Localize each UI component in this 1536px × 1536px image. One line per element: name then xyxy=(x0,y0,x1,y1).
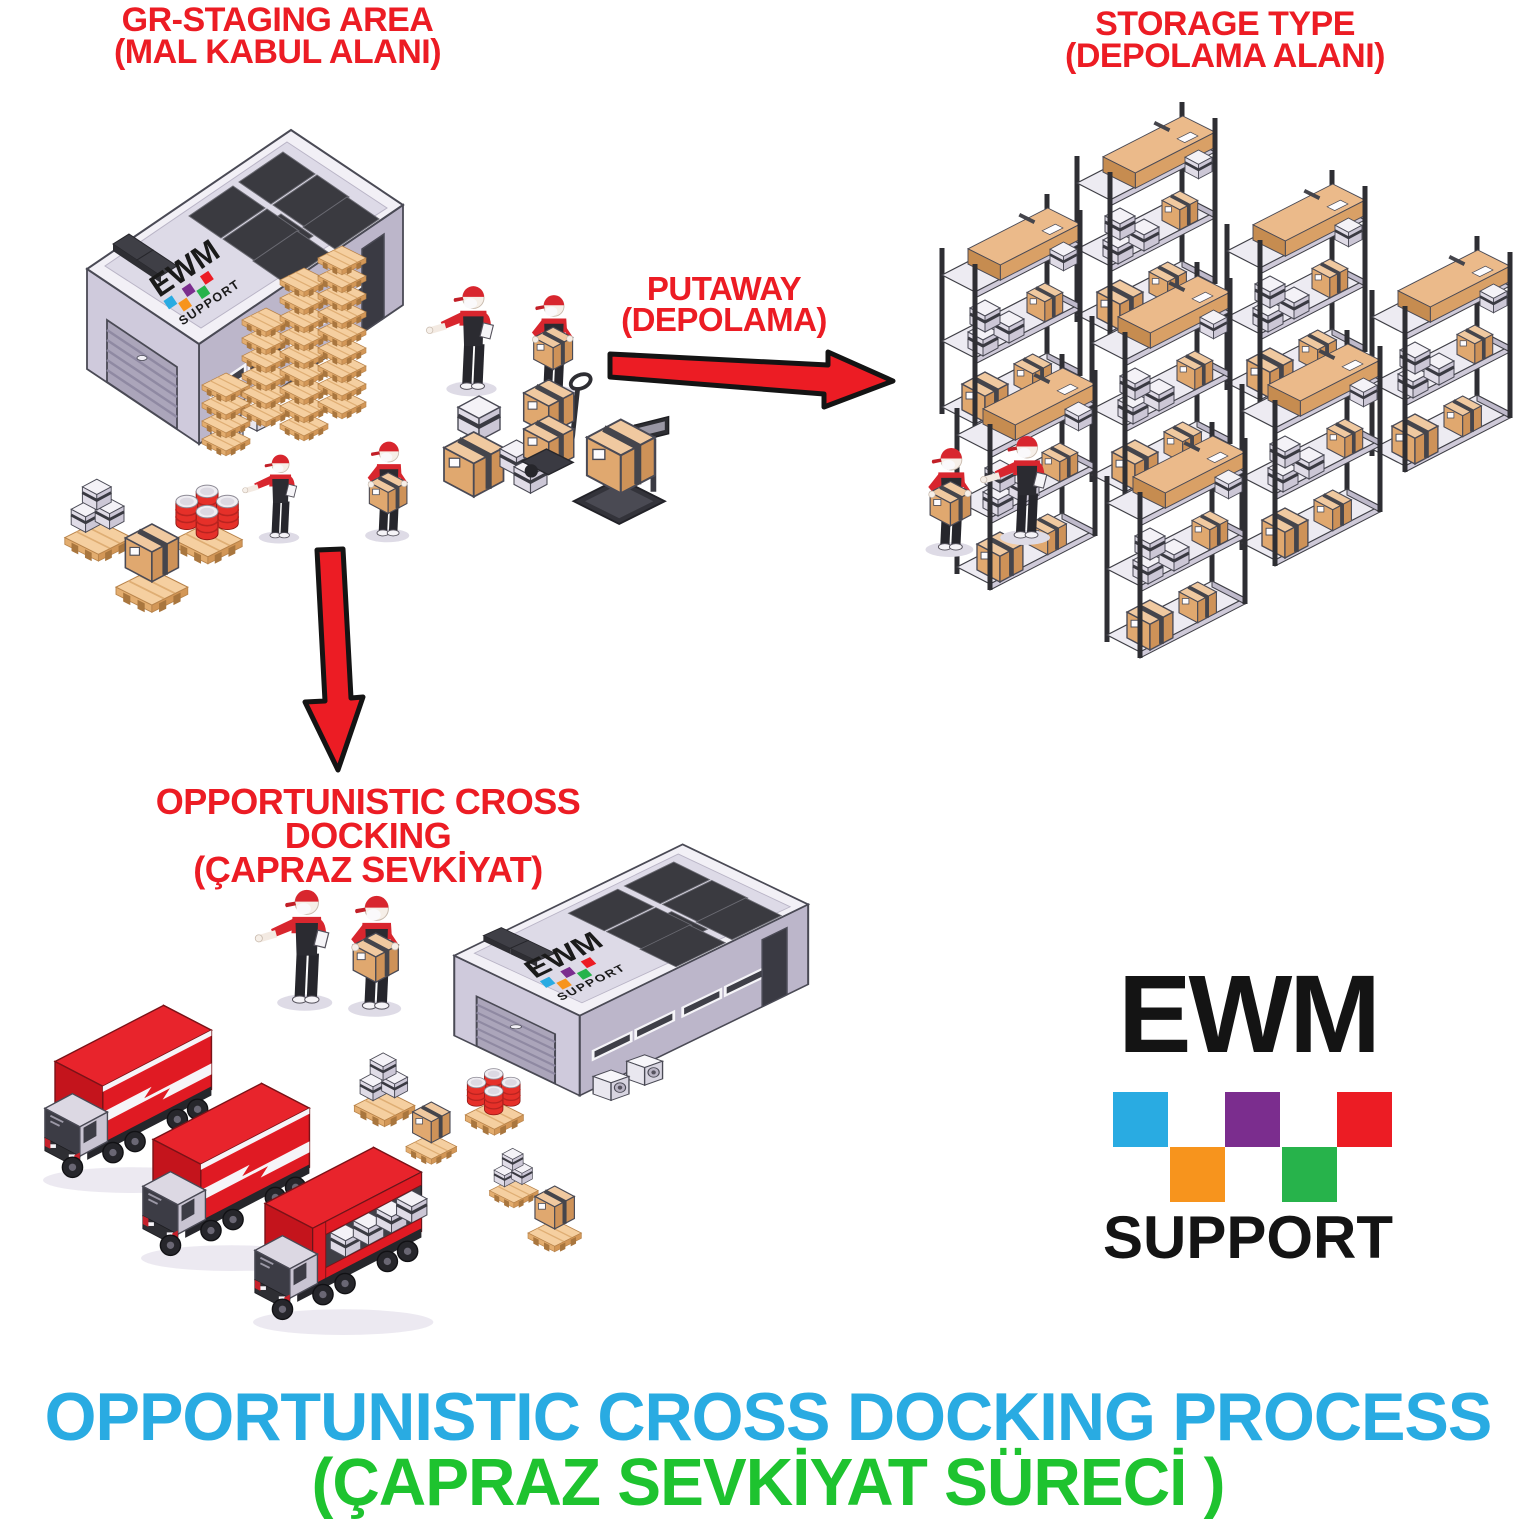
logo-square-blue xyxy=(1113,1092,1168,1147)
crossdock-label: OPPORTUNISTIC CROSS DOCKING (ÇAPRAZ SEVK… xyxy=(88,781,648,890)
crossdock-illustration xyxy=(42,844,808,1335)
ewm-logo-squares xyxy=(1113,1092,1392,1202)
logo-square-green xyxy=(1282,1147,1337,1202)
grey-boxes-pallet xyxy=(489,1148,538,1207)
putaway-label: PUTAWAY (DEPOLAMA) xyxy=(588,270,860,339)
platform-scale xyxy=(574,417,669,524)
main-title-line1: OPPORTUNISTIC CROSS DOCKING PROCESS xyxy=(44,1379,1493,1455)
logo-square-purple xyxy=(1225,1092,1280,1147)
putaway-label-line2: (DEPOLAMA) xyxy=(621,301,827,339)
cardboard-box-pallet xyxy=(528,1186,581,1252)
storage-label-line1: STORAGE TYPE xyxy=(1095,5,1355,43)
worker-pointing xyxy=(242,454,300,544)
red-barrels-pallet xyxy=(174,485,243,564)
ewm-logo-wordmark: EWM xyxy=(1118,953,1381,1076)
worker-pointing xyxy=(254,889,333,1012)
staging-label-line2: (MAL KABUL ALANI) xyxy=(113,32,442,71)
worker-carrying-box xyxy=(348,896,401,1017)
grey-boxes-pallet xyxy=(65,479,132,561)
branch-arrow-down xyxy=(302,546,366,773)
main-title: OPPORTUNISTIC CROSS DOCKING PROCESS (ÇAP… xyxy=(0,1383,1536,1516)
cardboard-box-pallet xyxy=(406,1102,457,1164)
logo-square-orange xyxy=(1170,1147,1225,1202)
hand-truck xyxy=(522,371,593,477)
worker-carrying-box xyxy=(926,448,974,557)
cardboard-box-pallet xyxy=(116,524,188,612)
staging-label-line1: GR-STAGING AREA xyxy=(121,1,434,39)
storage-type-illustration xyxy=(926,102,1511,658)
grey-boxes-pallet xyxy=(354,1053,414,1127)
storage-rack xyxy=(1372,236,1510,472)
red-barrels-pallet xyxy=(465,1069,523,1136)
putaway-label-line1: PUTAWAY xyxy=(646,270,802,307)
worker-pointing xyxy=(425,285,498,397)
worker-carrying-box xyxy=(365,442,409,543)
storage-label-line2: (DEPOLAMA ALANI) xyxy=(1065,36,1386,75)
putaway-arrow xyxy=(607,349,896,410)
crossdock-label-line2: (ÇAPRAZ SEVKİYAT) xyxy=(193,848,543,890)
staging-area-label: GR-STAGING AREA (MAL KABUL ALANI) xyxy=(85,1,470,71)
logo-square-red xyxy=(1337,1092,1392,1147)
storage-type-label: STORAGE TYPE (DEPOLAMA ALANI) xyxy=(1030,5,1420,75)
main-title-line2: (ÇAPRAZ SEVKİYAT SÜRECİ ) xyxy=(311,1445,1225,1520)
ewm-logo-subtitle: SUPPORT xyxy=(1102,1204,1394,1271)
staging-area-illustration xyxy=(65,130,669,612)
crossdock-label-line1: OPPORTUNISTIC CROSS DOCKING xyxy=(155,781,581,856)
